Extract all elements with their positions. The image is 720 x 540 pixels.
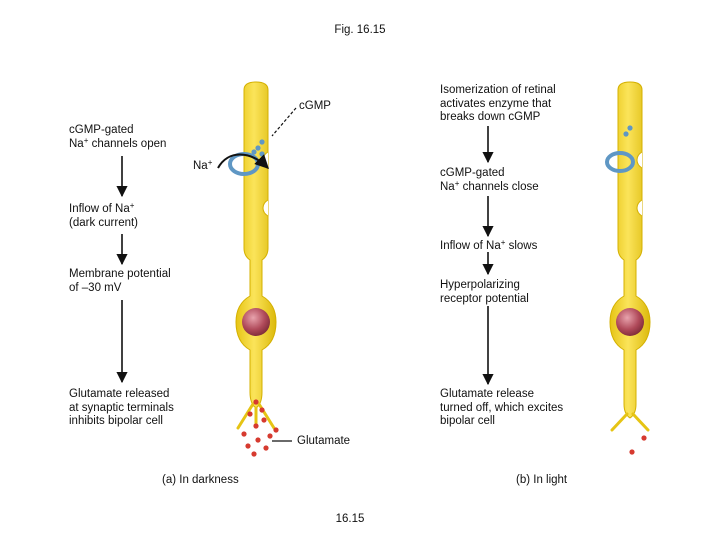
na-label: Na+ [193,158,213,173]
light-step-na-inflow-slows: Inflow of Na+ slows [440,238,538,253]
caption-darkness: (a) In darkness [162,474,239,486]
darkness-step-cgmp-channels-open: cGMP-gated Na+ channels open [69,124,167,150]
rod-cell-light [609,81,651,432]
rod-cell-darkness [235,81,277,430]
cgmp-label: cGMP [299,100,331,112]
nucleus-light [616,308,644,336]
glutamate-molecules-light [629,435,647,455]
light-step-isomerization: Isomerization of retinal activates enzym… [440,84,556,123]
na-inflow-arrow [217,153,269,169]
glutamate-molecules-darkness [241,399,279,457]
cgmp-molecules-darkness [251,139,265,157]
darkness-step-membrane-potential: Membrane potential of –30 mV [69,268,171,294]
caption-light: (b) In light [516,474,568,486]
light-step-hyperpolarizing: Hyperpolarizing receptor potential [440,279,529,305]
footer-label: 16.15 [335,513,365,525]
na-channel-closed [605,151,635,173]
light-step-channels-close: cGMP-gated Na+ channels close [440,167,539,193]
cgmp-molecules-light [623,125,633,137]
glutamate-label: Glutamate [297,435,351,447]
darkness-step-glutamate-released: Glutamate released at synaptic terminals… [69,388,174,427]
figure-title: Fig. 16.15 [334,24,386,36]
light-step-glutamate-turned-off: Glutamate release turned off, which exci… [440,388,564,427]
darkness-step-na-inflow: Inflow of Na+ (dark current) [69,201,139,229]
nucleus-darkness [242,308,270,336]
cgmp-leader-line [271,107,297,137]
